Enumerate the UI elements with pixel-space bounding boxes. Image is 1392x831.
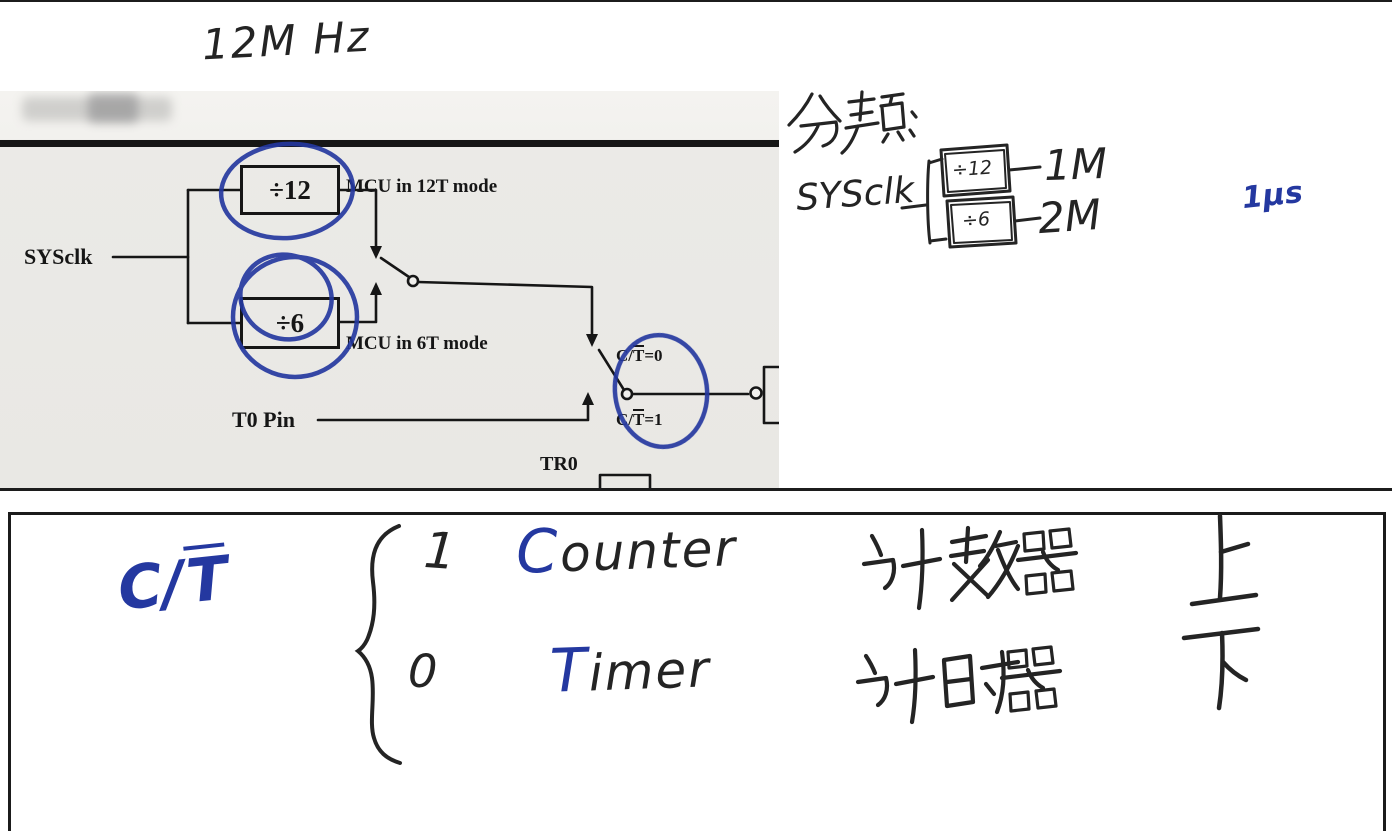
counter-initial: C	[514, 516, 562, 588]
annotation-div6: ÷6	[961, 208, 991, 232]
ink-circle-div6-inner	[238, 252, 334, 342]
label-sysclk: SYSclk	[24, 244, 93, 269]
label-t0-pin: T0 Pin	[232, 407, 295, 432]
label-tr0: TR0	[540, 453, 578, 475]
section-divider-line	[0, 488, 1392, 491]
annotation-div12: ÷12	[951, 156, 993, 182]
divide-by-12-label: ÷12	[269, 174, 311, 205]
top-border-line	[0, 0, 1392, 2]
scanned-diagram-image: SYSclk ÷12 ÷6 MCU in 12T mode MCU in 6T …	[0, 91, 779, 489]
ink-circle-div6	[230, 254, 360, 380]
timer-rest: imer	[587, 640, 712, 703]
printed-heading-rule	[0, 140, 779, 147]
label-mcu-12t-mode: MCU in 12T mode	[346, 176, 498, 197]
ct-flag-prefix: C/	[114, 548, 188, 625]
mode-switch-icon	[406, 274, 420, 288]
annotation-value-0: 0	[407, 643, 439, 699]
ct-switch-icon	[620, 387, 634, 401]
annotation-sysclk: SYSclk	[794, 169, 916, 220]
divide-by-12-box: ÷12	[240, 165, 340, 215]
counter-input-contact-icon	[749, 386, 763, 400]
annotation-value-1: 1	[422, 520, 458, 582]
blurred-print-artifact	[22, 97, 172, 121]
annotation-ct-flag: C/T	[114, 542, 232, 625]
annotation-12mhz: 12M Hz	[200, 11, 372, 70]
ct0-t-overline: T	[633, 345, 645, 365]
ct1-suffix: =1	[644, 410, 663, 429]
annotation-1us: 1μs	[1240, 174, 1305, 217]
ct1-t-overline: T	[633, 409, 645, 429]
divide-by-6-box: ÷6	[240, 297, 340, 349]
bottom-note-box	[8, 512, 1386, 831]
ink-circle-div12	[218, 141, 356, 241]
annotation-1m: 1M	[1043, 138, 1108, 191]
blurred-print-artifact	[88, 93, 138, 123]
label-mcu-6t-mode: MCU in 6T mode	[346, 333, 488, 354]
annotation-timer: Timer	[548, 631, 712, 707]
ct-flag-t-overline: T	[183, 542, 232, 618]
diagram-arrowheads	[370, 246, 598, 405]
blue-ink-circles	[218, 141, 710, 450]
counter-rest: ounter	[559, 519, 738, 584]
timer-initial: T	[548, 635, 590, 707]
ink-circle-ct	[612, 332, 710, 450]
diagram-line-art	[111, 141, 779, 489]
switch-contact-icons	[406, 274, 763, 401]
divide-by-6-label: ÷6	[275, 307, 305, 338]
annotation-fenpin-strokes	[787, 90, 918, 155]
annotation-counter: Counter	[514, 510, 738, 588]
ct0-suffix: =0	[644, 346, 663, 365]
annotation-2m: 2M	[1036, 189, 1103, 244]
